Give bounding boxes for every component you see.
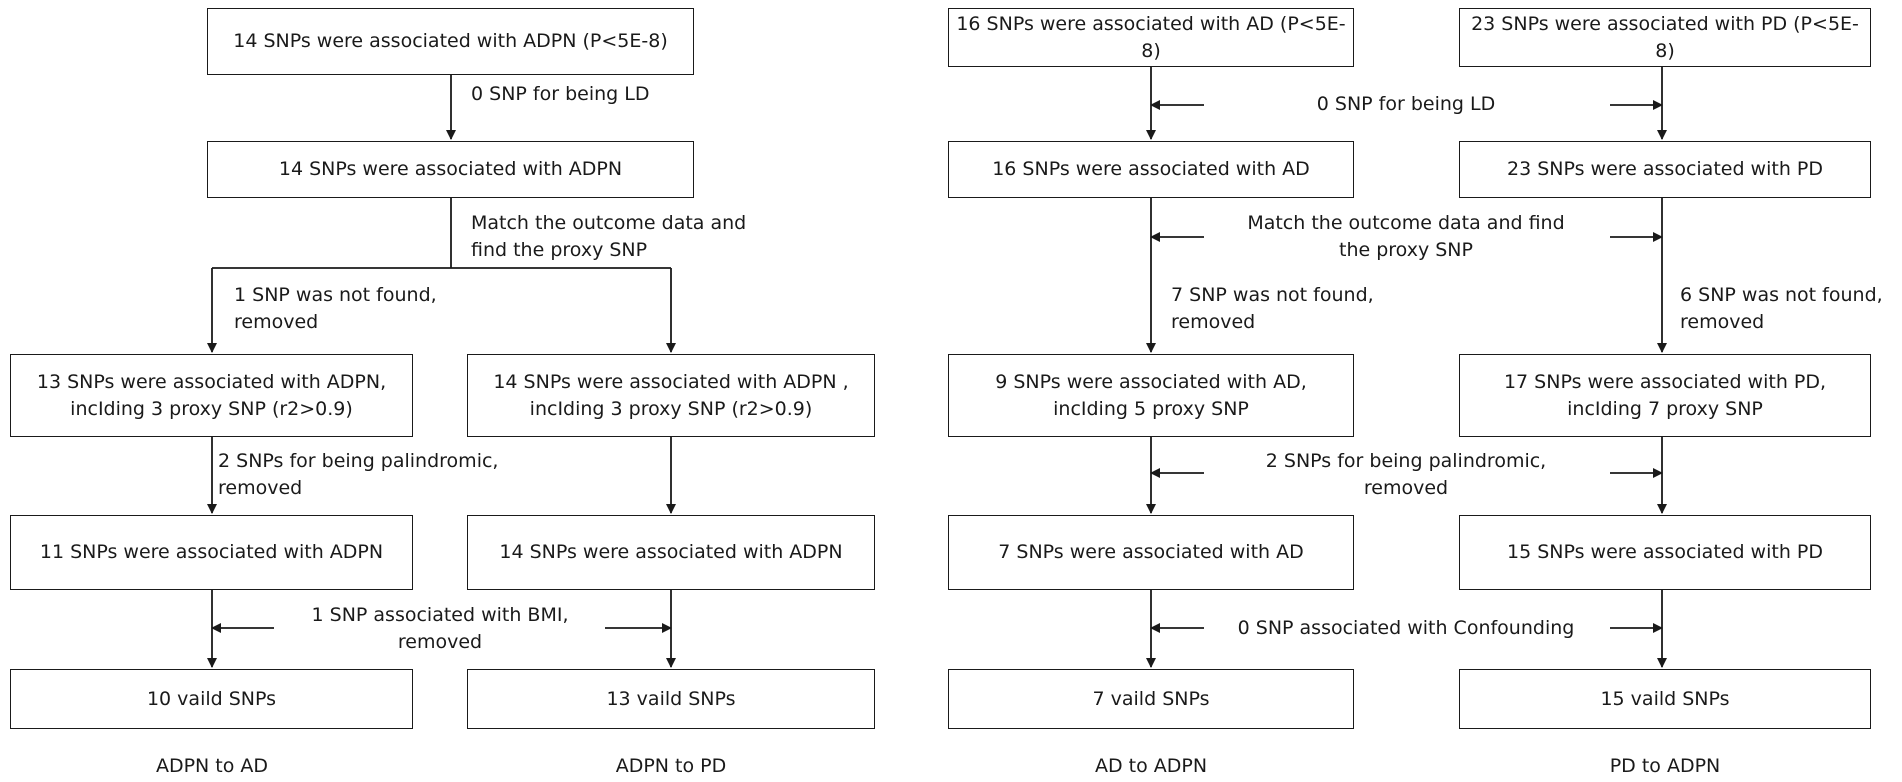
caption-pd-to-adpn: PD to ADPN — [1609, 755, 1721, 777]
left-top-box: 14 SNPs were associated with ADPN (P<5E-… — [207, 8, 694, 75]
left-bmi-step: 1 SNP associated with BMI, removed — [311, 604, 569, 653]
left-ad-box5: 10 vaild SNPs — [10, 669, 413, 729]
right-pd-box3: 17 SNPs were associated with PD, incIdin… — [1459, 354, 1871, 437]
left-ld-step: 0 SNP for being LD — [471, 83, 650, 105]
left-match-step: Match the outcome data and find the prox… — [471, 212, 747, 261]
right-ad-box1: 16 SNPs were associated with AD (P<5E-8) — [948, 8, 1354, 67]
right-pd-box5: 15 vaild SNPs — [1459, 669, 1871, 729]
right-match-step: Match the outcome data and find the prox… — [1247, 212, 1565, 261]
right-pd-box2: 23 SNPs were associated with PD — [1459, 141, 1871, 198]
left-notfound-step: 1 SNP was not found, removed — [234, 284, 437, 333]
left-pd-box3: 14 SNPs were associated with ADPN , incI… — [467, 354, 875, 437]
right-ad-box5: 7 vaild SNPs — [948, 669, 1354, 729]
right-pd-notfound: 6 SNP was not found, removed — [1680, 284, 1883, 333]
left-ad-box4: 11 SNPs were associated with ADPN — [10, 515, 413, 590]
caption-adpn-to-pd: ADPN to PD — [615, 755, 727, 777]
right-ld-step: 0 SNP for being LD — [1316, 93, 1496, 115]
right-ad-box3: 9 SNPs were associated with AD, incIding… — [948, 354, 1354, 437]
right-pd-box1: 23 SNPs were associated with PD (P<5E-8) — [1459, 8, 1871, 67]
right-confound-step: 0 SNP associated with Confounding — [1237, 617, 1575, 639]
right-pd-box4: 15 SNPs were associated with PD — [1459, 515, 1871, 590]
caption-ad-to-adpn: AD to ADPN — [1094, 755, 1208, 777]
left-ad-box3: 13 SNPs were associated with ADPN, incId… — [10, 354, 413, 437]
right-ad-box4: 7 SNPs were associated with AD — [948, 515, 1354, 590]
left-pd-box5: 13 vaild SNPs — [467, 669, 875, 729]
right-ad-notfound: 7 SNP was not found, removed — [1171, 284, 1374, 333]
right-palin-step: 2 SNPs for being palindromic, removed — [1265, 450, 1547, 499]
left-box2: 14 SNPs were associated with ADPN — [207, 141, 694, 198]
left-palin-step: 2 SNPs for being palindromic, removed — [218, 450, 499, 499]
right-ad-box2: 16 SNPs were associated with AD — [948, 141, 1354, 198]
left-pd-box4: 14 SNPs were associated with ADPN — [467, 515, 875, 590]
caption-adpn-to-ad: ADPN to AD — [155, 755, 269, 777]
